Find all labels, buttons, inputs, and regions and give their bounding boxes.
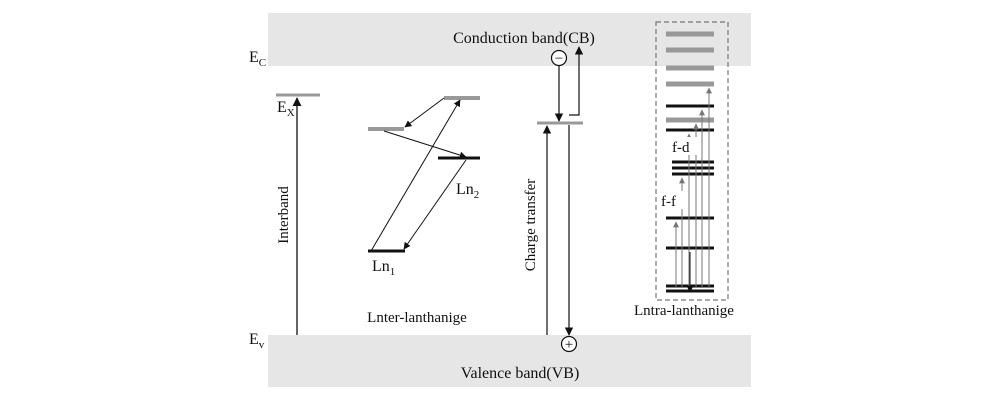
- electron-sign: −: [555, 51, 563, 67]
- fd-label: f-d: [672, 140, 690, 156]
- conduction-band: [268, 13, 751, 66]
- inter-lanthanide-label: Lnter-lanthanige: [367, 310, 467, 326]
- ff-label-bg: [660, 191, 684, 209]
- interband-label: Interband: [276, 186, 292, 244]
- ff-label: f-f: [661, 194, 676, 210]
- ct-emission-bracket-arrow: [569, 46, 584, 116]
- electron-symbol: [550, 49, 568, 67]
- relax-arrow-upper-to-middle: [404, 97, 445, 128]
- intra-lanthanide-label: Lntra-lanthanige: [634, 303, 734, 319]
- hole-sign: +: [565, 337, 573, 353]
- ec-label: EC: [249, 49, 266, 69]
- charge-transfer-label: Charge transfer: [523, 179, 539, 272]
- ln2-label: Ln2: [456, 181, 479, 201]
- conduction-band-label: Conduction band(CB): [453, 30, 595, 47]
- transfer-arrow-middle-to-ln2: [383, 130, 467, 159]
- excitation-arrow-ln1-up: [370, 99, 461, 252]
- ev-label: Ev: [249, 331, 265, 351]
- hole-symbol: [560, 335, 578, 353]
- ex-label: EX: [277, 99, 295, 119]
- emission-arrow-ln2-to-ln1: [403, 159, 467, 250]
- intra-lanthanide-box: [655, 21, 729, 301]
- ln1-label: Ln1: [372, 258, 395, 278]
- valence-band-label: Valence band(VB): [461, 365, 580, 382]
- valence-band: [268, 335, 751, 387]
- fd-label-bg: [668, 137, 698, 155]
